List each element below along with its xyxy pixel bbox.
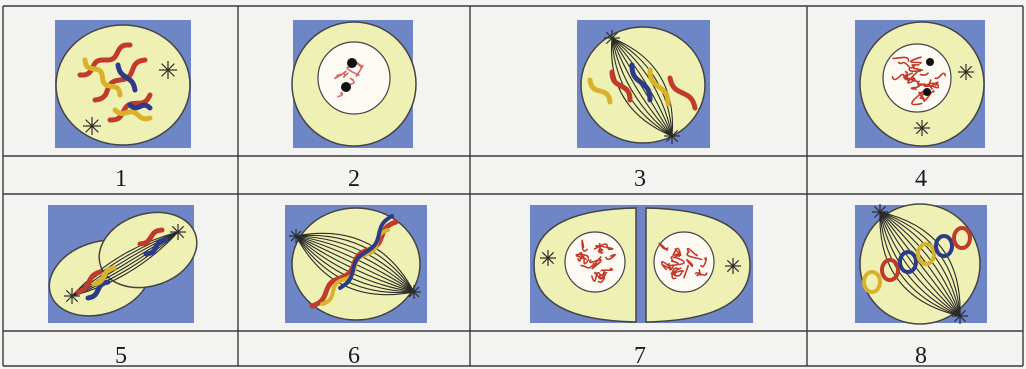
label-3: 3	[600, 166, 680, 192]
cell-1-chromosome	[130, 105, 150, 108]
metaphase-plate-icon	[860, 204, 980, 324]
cell-4-nucleolus	[926, 58, 934, 66]
label-5: 5	[81, 343, 161, 369]
prometaphase-spindle-icon	[581, 27, 705, 144]
cell-2-nucleus	[318, 42, 390, 114]
label-4: 4	[881, 166, 961, 192]
cell-1-membrane	[56, 25, 190, 145]
cell-4-nucleolus	[923, 88, 931, 96]
label-8: 8	[881, 343, 961, 369]
cell-2-nucleolus	[347, 58, 357, 68]
cell-2-nucleolus	[341, 82, 351, 92]
panels-layer	[39, 20, 987, 328]
early-prophase-chromatin-icon	[860, 22, 984, 146]
label-1: 1	[81, 166, 161, 192]
label-7: 7	[600, 343, 680, 369]
label-6: 6	[314, 343, 394, 369]
label-2: 2	[314, 166, 394, 192]
interphase-nucleus-icon	[292, 22, 416, 146]
prophase-condensed-chromosomes-icon	[56, 25, 190, 145]
